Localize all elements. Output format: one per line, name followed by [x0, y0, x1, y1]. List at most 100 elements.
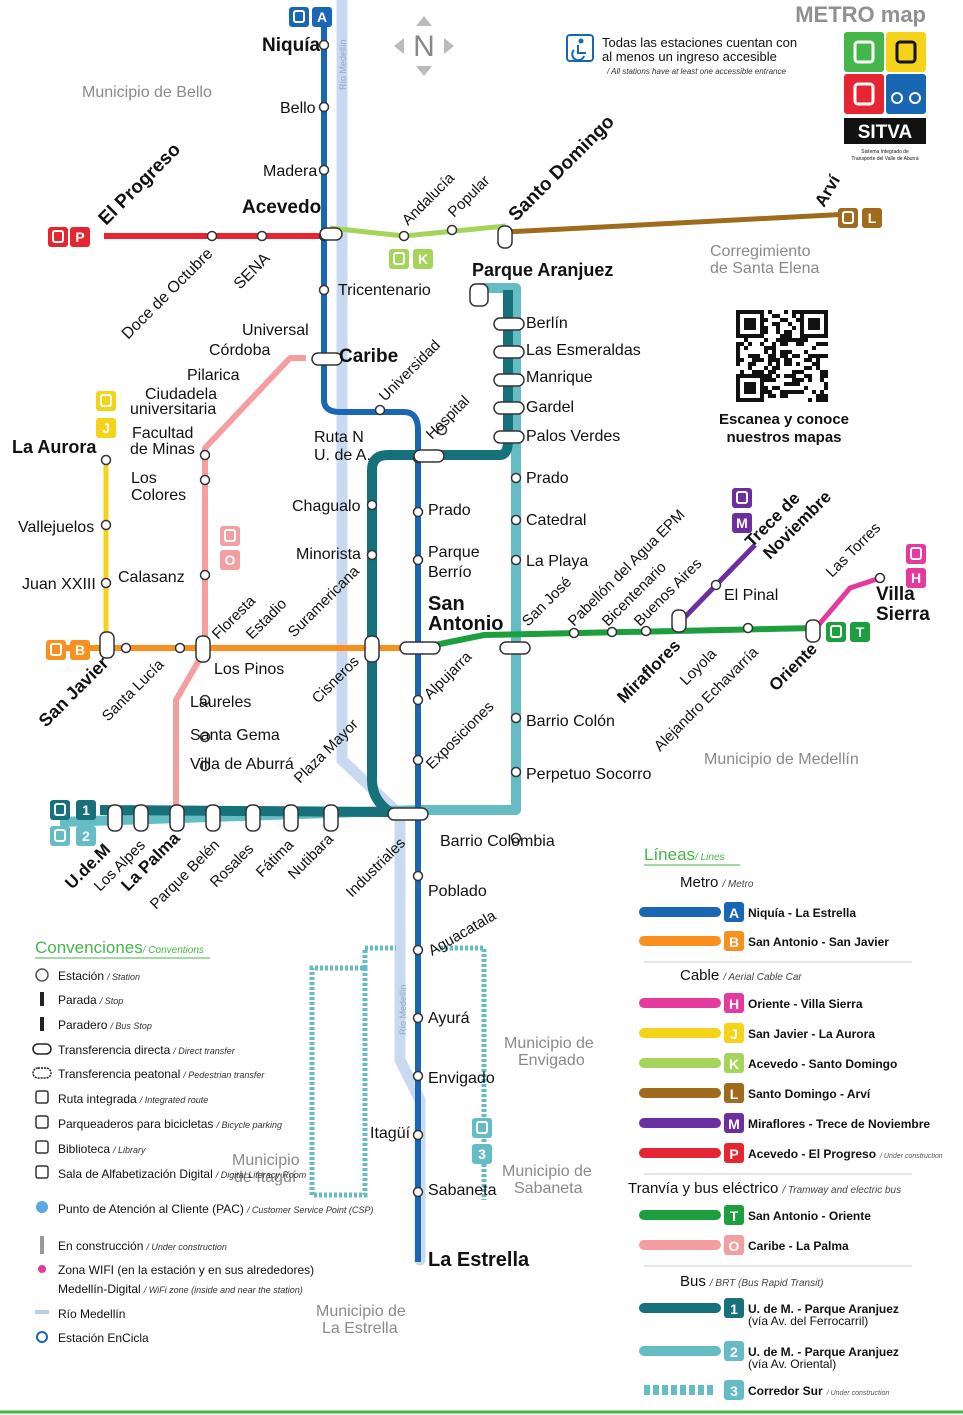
- transfer-pill: [499, 641, 531, 655]
- legend-line-name: Caribe - La Palma: [748, 1239, 849, 1253]
- station-dot: [206, 230, 218, 242]
- label-gardel: Gardel: [526, 399, 574, 416]
- legend-tram: Tranvía y bus eléctrico: [628, 1180, 778, 1197]
- transfer-pill: [399, 641, 441, 655]
- line-badge-M: [732, 488, 752, 508]
- station-dot: [374, 404, 386, 416]
- label-los-pinos: Los Pinos: [214, 661, 284, 678]
- station-dot: [199, 449, 211, 461]
- service-icon: [35, 1165, 49, 1179]
- line-badge-B: B: [70, 640, 90, 660]
- convention-label-en: / Bus Stop: [109, 1021, 152, 1031]
- legend-badge: P: [729, 1146, 738, 1162]
- transfer-pill: [493, 401, 525, 415]
- transfer-pill: [99, 631, 115, 659]
- station-dot: [446, 224, 458, 236]
- station-dot: [318, 39, 330, 51]
- transfer-pill: [493, 430, 525, 444]
- station-dot: [318, 101, 330, 113]
- station-dot: [412, 944, 424, 956]
- vehicle-icon: [910, 547, 922, 560]
- access-line2: al menos un ingreso accesible: [602, 49, 777, 64]
- line-badge-P: [48, 227, 68, 247]
- station-dot: [398, 230, 410, 242]
- label-ruta-n-2: U. de A.: [314, 447, 371, 464]
- label-los-colores-2: Colores: [131, 487, 186, 504]
- station-dot: [199, 569, 211, 581]
- convention-item: Ruta integrada/ Integrated route: [35, 1090, 208, 1106]
- line-badge-three: [472, 1118, 492, 1138]
- legend-badge: M: [728, 1116, 740, 1132]
- line-badge-L: [838, 208, 858, 228]
- station-dot: [366, 549, 378, 561]
- line-badge-letter: T: [856, 624, 865, 640]
- legend-badge: T: [730, 1208, 739, 1224]
- convention-label-es: Sala de Alfabetización Digital: [58, 1167, 213, 1181]
- convention-label-es: Transferencia peatonal: [58, 1067, 180, 1081]
- station-labels: Niquía Bello Madera Acevedo Tricentenari…: [12, 35, 930, 1271]
- label-manrique: Manrique: [526, 369, 593, 386]
- label-poblado: Poblado: [428, 883, 487, 900]
- tram-line-o: [173, 355, 306, 810]
- transfer-pill: [671, 609, 687, 633]
- label-aguacatala: Aguacatala: [426, 907, 500, 960]
- legend-line-extra: (vía Av. Oriental): [748, 1357, 836, 1371]
- line-badge-O: O: [220, 550, 240, 570]
- line-badge-letter: L: [868, 210, 877, 226]
- vehicle-icon: [393, 252, 405, 265]
- legend-line-name: Acevedo - Santo Domingo: [748, 1057, 897, 1071]
- legend-metro-en: / Metro: [721, 879, 754, 890]
- transfer-pill: [311, 352, 343, 366]
- convention-label-en: / Bicycle parking: [215, 1120, 282, 1130]
- region-estrella-2: La Estrella: [322, 1320, 398, 1337]
- region-santa-elena-1: Corregimiento: [710, 243, 811, 260]
- line-badge-letter: B: [75, 642, 85, 658]
- station-dot: [412, 554, 424, 566]
- line-badge-letter: J: [102, 420, 110, 436]
- service-icon: [35, 1090, 49, 1104]
- line-badge-letter: M: [736, 515, 748, 531]
- label-los-colores-1: Los: [131, 470, 157, 487]
- label-cordoba: Córdoba: [209, 342, 270, 359]
- conventions-title-es: Convenciones: [35, 938, 143, 957]
- convention-label-es: Biblioteca: [58, 1142, 110, 1156]
- station-dot: [510, 766, 522, 778]
- transfer-pill: [195, 635, 211, 663]
- vehicle-icon: [100, 394, 112, 407]
- line-badge-letter: A: [317, 9, 327, 25]
- vehicle-icon: [54, 829, 66, 842]
- stop-symbol-icon: [40, 1017, 44, 1031]
- convention-item: Transferencia peatonal/ Pedestrian trans…: [32, 1067, 265, 1081]
- label-vallejuelos: Vallejuelos: [18, 519, 94, 536]
- label-sena: SENA: [231, 250, 274, 293]
- transfer-pill: [364, 635, 380, 663]
- convention-label: Parqueaderos para bicicletas/ Bicycle pa…: [58, 1117, 282, 1131]
- line-badge-two: 2: [76, 826, 96, 846]
- convention-label-es: Medellín-Digital: [58, 1282, 141, 1296]
- region-envigado-1: Municipio de: [504, 1035, 594, 1052]
- label-la-aurora: La Aurora: [12, 437, 97, 457]
- rio-label-bottom: Río Medellín: [398, 984, 408, 1035]
- convention-label-es: Zona WIFI (en la estación y en sus alred…: [58, 1263, 314, 1277]
- header: METRO map N Todas las estaciones cuentan…: [394, 2, 926, 162]
- line-badge-B: [46, 640, 66, 660]
- line-badge-letter: 3: [478, 1146, 486, 1162]
- region-estrella-1: Municipio de: [316, 1303, 406, 1320]
- legend-badge: 2: [730, 1344, 738, 1360]
- line-badge-letter: K: [418, 251, 428, 267]
- legend-title-es: Líneas: [644, 845, 695, 864]
- vehicle-icon: [842, 211, 854, 224]
- service-icon: [35, 1115, 49, 1129]
- label-parque-berrio-1: Parque: [428, 544, 480, 561]
- label-andalucia: Andalucía: [399, 169, 459, 229]
- legend-badge: A: [729, 905, 739, 921]
- transfer-pill: [323, 804, 339, 832]
- legend-badge: 1: [730, 1301, 738, 1317]
- metro-line-a: [321, 20, 421, 1262]
